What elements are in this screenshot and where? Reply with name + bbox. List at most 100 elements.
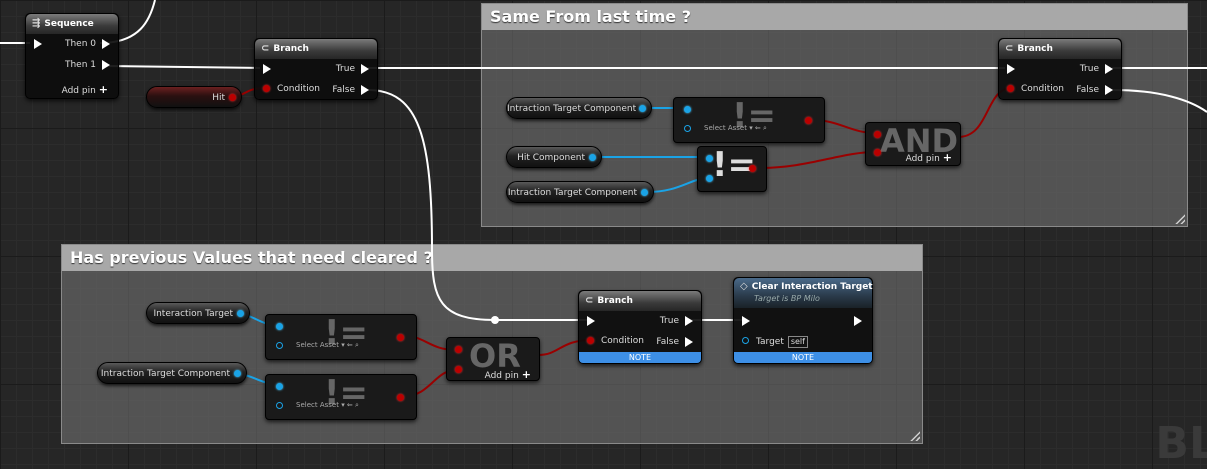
target-label: Target xyxy=(756,337,784,347)
exec-in-pin[interactable] xyxy=(587,316,595,326)
not-equal-glyph: != xyxy=(712,145,756,185)
add-pin-button[interactable]: Add pin+ xyxy=(485,368,531,381)
target-value[interactable]: self xyxy=(787,336,808,348)
or-glyph: OR xyxy=(469,337,521,375)
hit-component-variable[interactable]: Hit Component xyxy=(506,146,602,168)
not-equal-node[interactable]: != xyxy=(697,145,767,192)
add-pin-button[interactable]: Add pin+ xyxy=(906,151,952,164)
exec-in-pin[interactable] xyxy=(742,316,750,326)
note-bar[interactable]: NOTE xyxy=(579,352,701,363)
true-pin[interactable] xyxy=(1105,64,1113,74)
bool-in-pin[interactable] xyxy=(874,149,881,156)
bool-out-pin[interactable] xyxy=(749,165,756,172)
bool-out-pin[interactable] xyxy=(805,117,812,124)
variable-label: Interaction Target xyxy=(153,309,233,319)
target-pin[interactable] xyxy=(742,337,749,344)
and-node[interactable]: AND Add pin+ xyxy=(865,122,961,166)
exec-wire xyxy=(104,65,261,69)
branch-node-3[interactable]: ⊂ Branch True Condition False NOTE xyxy=(578,290,702,364)
comment-title[interactable]: Has previous Values that need cleared ? xyxy=(62,245,922,271)
interaction-target-component-variable[interactable]: Intraction Target Component xyxy=(506,181,654,203)
plus-icon: + xyxy=(98,83,108,96)
exec-out-pin[interactable] xyxy=(854,316,862,326)
select-asset-dropdown[interactable]: Select Asset ▾ ⇐ ⌕ xyxy=(704,124,767,132)
plus-icon: + xyxy=(942,151,952,164)
or-node[interactable]: OR Add pin+ xyxy=(446,337,540,381)
clear-node-subtitle: Target is BP Milo xyxy=(754,294,820,303)
bool-in-pin[interactable] xyxy=(874,131,881,138)
object-out-pin[interactable] xyxy=(237,310,244,317)
note-bar[interactable]: NOTE xyxy=(734,352,872,363)
true-pin[interactable] xyxy=(361,64,369,74)
bool-in-pin[interactable] xyxy=(455,366,462,373)
true-label: True xyxy=(1079,64,1099,74)
false-label: False xyxy=(332,85,355,95)
interaction-target-component-variable[interactable]: Intraction Target Component xyxy=(97,362,247,384)
branch-node-2[interactable]: ⊂ Branch True Condition False xyxy=(998,38,1122,100)
resize-handle-icon[interactable] xyxy=(910,431,920,441)
hit-pin[interactable] xyxy=(229,94,236,101)
resize-handle-icon[interactable] xyxy=(1175,214,1185,224)
object-in-pin[interactable] xyxy=(276,323,283,330)
interaction-target-variable[interactable]: Interaction Target xyxy=(146,302,250,324)
not-equal-node[interactable]: != Select Asset ▾ ⇐ ⌕ xyxy=(673,96,825,143)
not-equal-glyph: != xyxy=(324,373,368,413)
variable-label: Intraction Target Component xyxy=(507,188,637,198)
add-pin-button[interactable]: Add pin+ xyxy=(62,83,108,96)
clear-interaction-target-node[interactable]: ◇ Clear Interaction Target Target is BP … xyxy=(733,277,873,364)
branch-title: Branch xyxy=(597,296,633,306)
variable-label: Intraction Target Component xyxy=(100,369,230,379)
branch-icon: ⊂ xyxy=(1005,43,1014,54)
interaction-target-component-variable[interactable]: Intraction Target Component xyxy=(506,97,652,119)
then1-pin[interactable] xyxy=(102,60,110,70)
function-icon: ◇ xyxy=(740,281,748,292)
bool-in-pin[interactable] xyxy=(455,346,462,353)
asset-in-pin[interactable] xyxy=(276,342,283,349)
condition-label: Condition xyxy=(601,336,644,346)
asset-in-pin[interactable] xyxy=(684,125,691,132)
bool-out-pin[interactable] xyxy=(397,394,404,401)
variable-label: Hit Component xyxy=(517,153,585,163)
branch-header: ⊂ Branch xyxy=(255,39,377,59)
then0-label: Then 0 xyxy=(64,39,96,49)
object-in-pin[interactable] xyxy=(706,155,713,162)
condition-label: Condition xyxy=(1021,84,1064,94)
and-glyph: AND xyxy=(880,122,959,160)
branch-icon: ⊂ xyxy=(585,295,594,306)
branch-node-1[interactable]: ⊂ Branch True Condition False xyxy=(254,38,378,100)
false-pin[interactable] xyxy=(685,337,693,347)
not-equal-node[interactable]: != Select Asset ▾ ⇐ ⌕ xyxy=(265,373,417,420)
add-pin-label: Add pin xyxy=(905,154,940,164)
comment-title[interactable]: Same From last time ? xyxy=(482,4,1187,30)
sequence-node[interactable]: ⇶ Sequence Then 0 Then 1 Add pin+ xyxy=(25,13,119,99)
not-equal-node[interactable]: != Select Asset ▾ ⇐ ⌕ xyxy=(265,313,417,360)
false-pin[interactable] xyxy=(1105,85,1113,95)
object-in-pin[interactable] xyxy=(684,106,691,113)
then1-label: Then 1 xyxy=(64,60,96,70)
select-asset-dropdown[interactable]: Select Asset ▾ ⇐ ⌕ xyxy=(296,401,359,409)
object-in-pin[interactable] xyxy=(276,383,283,390)
true-pin[interactable] xyxy=(685,316,693,326)
bool-out-pin[interactable] xyxy=(397,334,404,341)
hit-variable[interactable]: Hit xyxy=(146,86,242,108)
exec-in-pin[interactable] xyxy=(34,39,42,49)
branch-title: Branch xyxy=(273,44,309,54)
object-out-pin[interactable] xyxy=(641,189,648,196)
object-in-pin[interactable] xyxy=(706,175,713,182)
object-out-pin[interactable] xyxy=(639,105,646,112)
asset-in-pin[interactable] xyxy=(276,402,283,409)
object-out-pin[interactable] xyxy=(234,370,241,377)
condition-label: Condition xyxy=(277,84,320,94)
select-asset-dropdown[interactable]: Select Asset ▾ ⇐ ⌕ xyxy=(296,341,359,349)
object-out-pin[interactable] xyxy=(589,154,596,161)
false-label: False xyxy=(656,337,679,347)
false-pin[interactable] xyxy=(361,85,369,95)
branch-title: Branch xyxy=(1017,44,1053,54)
condition-pin[interactable] xyxy=(263,85,270,92)
condition-pin[interactable] xyxy=(1007,85,1014,92)
exec-in-pin[interactable] xyxy=(263,64,271,74)
exec-in-pin[interactable] xyxy=(1007,64,1015,74)
condition-pin[interactable] xyxy=(587,337,594,344)
then0-pin[interactable] xyxy=(102,39,110,49)
